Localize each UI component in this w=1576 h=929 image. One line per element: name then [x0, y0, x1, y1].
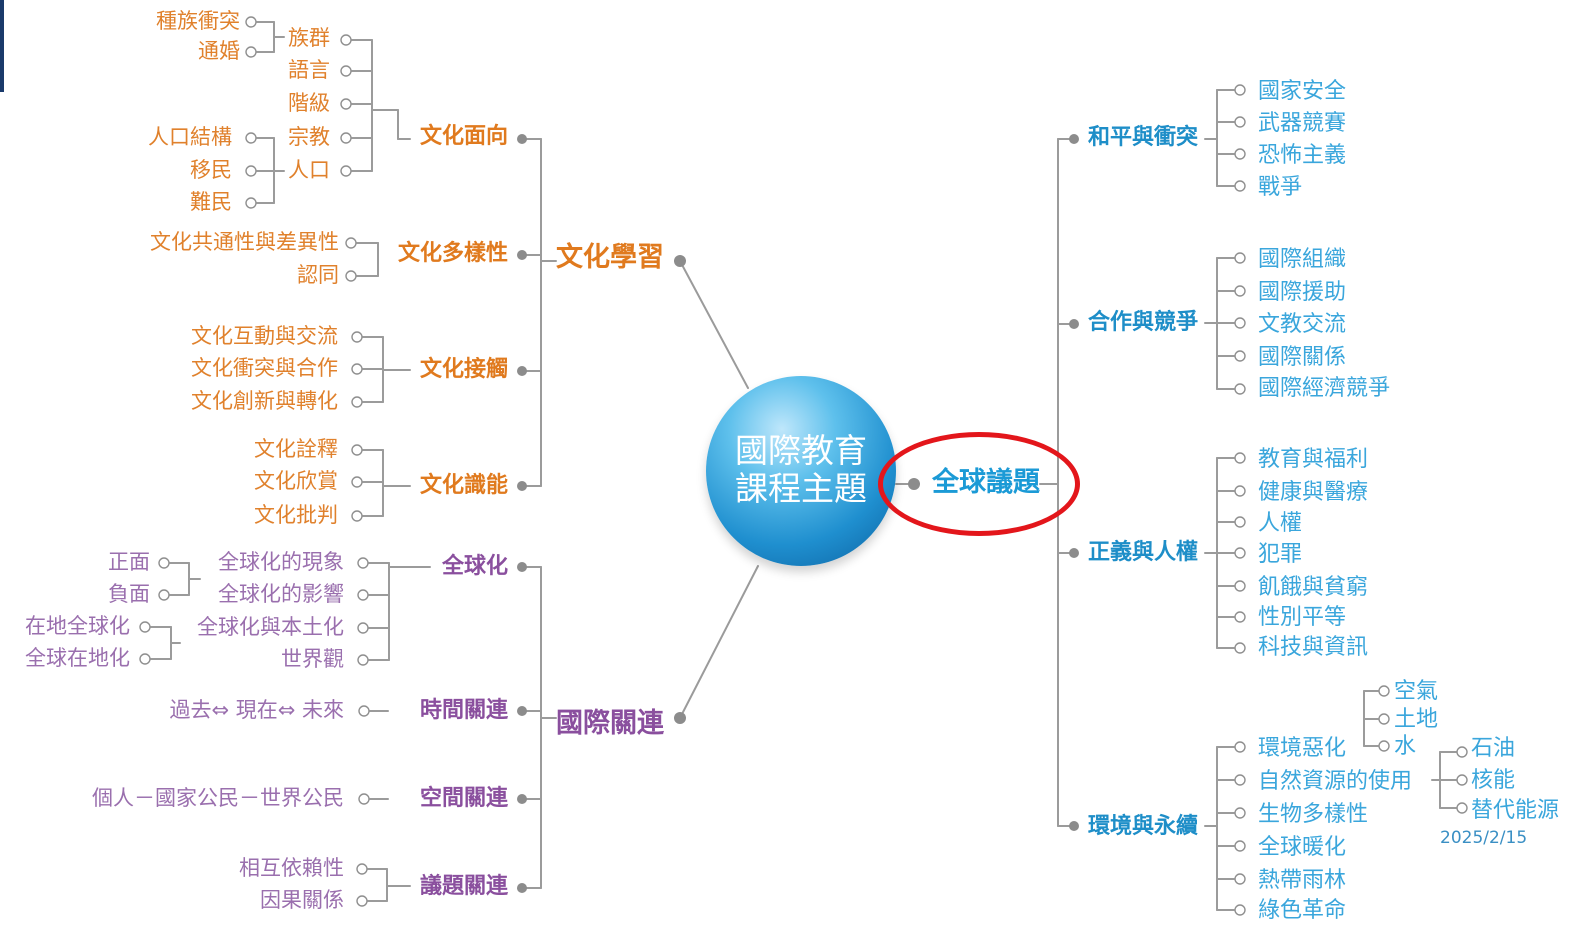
leaf-individual-nation-world: 個人－國家公民－世界公民: [92, 786, 344, 810]
leaf-environmental-degradation: 環境惡化: [1258, 736, 1347, 761]
node-justice-human-rights: 正義與人權: [1088, 540, 1199, 565]
node-culture-literacy: 文化識能: [419, 473, 508, 498]
leaf-intl-aid: 國際援助: [1258, 280, 1347, 305]
leaf-war: 戰爭: [1258, 175, 1303, 200]
branch-culture-learning: 文化學習: [556, 242, 664, 273]
leaf-interpretation: 文化詮釋: [254, 437, 338, 461]
leaf-ethnic-group: 族群: [288, 26, 330, 50]
leaf-arms-race: 武器競賽: [1258, 111, 1347, 136]
leaf-glocal: 全球化與本土化: [197, 615, 344, 639]
leaf-intl-relations: 國際關係: [1258, 345, 1347, 370]
leaf-intl-organizations: 國際組織: [1258, 247, 1347, 272]
leaf-worldview: 世界觀: [281, 647, 344, 671]
leaf-rainforest: 熱帶雨林: [1258, 868, 1347, 893]
leaf-class: 階級: [288, 91, 330, 115]
leaf-land: 土地: [1394, 707, 1439, 732]
date-label: 2025/2/15: [1440, 828, 1528, 848]
central-title-line1: 國際教育: [735, 431, 867, 470]
leaf-gender-equality: 性別平等: [1258, 605, 1347, 630]
leaf-appreciation: 文化欣賞: [254, 469, 338, 493]
leaf-health-medical: 健康與醫療: [1258, 480, 1369, 505]
leaf-interdependence: 相互依賴性: [239, 856, 344, 880]
node-cooperation-competition: 合作與競爭: [1088, 310, 1199, 335]
leaf-positive: 正面: [108, 550, 150, 574]
leaf-phenomenon: 全球化的現象: [218, 550, 344, 574]
leaf-air: 空氣: [1394, 679, 1439, 704]
leaf-racial-conflict: 種族衝突: [156, 9, 240, 33]
leaf-intl-economic-competition: 國際經濟競爭: [1258, 376, 1391, 401]
leaf-oil: 石油: [1471, 736, 1516, 761]
branch-international-connection: 國際關連: [556, 708, 664, 739]
leaf-alternative-energy: 替代能源: [1471, 798, 1560, 823]
branch-global-issues: 全球議題: [932, 467, 1040, 498]
leaf-language: 語言: [288, 58, 330, 82]
central-title: 國際教育 課程主題: [706, 431, 896, 509]
leaf-natural-resources: 自然資源的使用: [1258, 769, 1413, 794]
highlight-ellipse: [878, 432, 1080, 536]
leaf-cultural-exchange: 文教交流: [1258, 312, 1347, 337]
leaf-religion: 宗教: [288, 125, 330, 149]
node-issue-connection: 議題關連: [419, 874, 508, 899]
leaf-education-welfare: 教育與福利: [1258, 447, 1369, 472]
leaf-nuclear: 核能: [1471, 768, 1516, 793]
leaf-identity: 認同: [297, 263, 339, 287]
node-environment-sustainability: 環境與永續: [1088, 814, 1199, 839]
leaf-immigration: 移民: [190, 158, 232, 182]
leaf-critique: 文化批判: [254, 503, 338, 527]
leaf-intermarriage: 通婚: [198, 39, 240, 63]
leaf-global-warming: 全球暖化: [1258, 835, 1347, 860]
node-culture-contact: 文化接觸: [419, 357, 508, 382]
leaf-terrorism: 恐怖主義: [1258, 143, 1347, 168]
node-culture-orientation: 文化面向: [419, 124, 508, 149]
leaf-innovation-transformation: 文化創新與轉化: [191, 389, 338, 413]
leaf-human-rights: 人權: [1258, 511, 1303, 536]
leaf-negative: 負面: [108, 582, 150, 606]
leaf-conflict-cooperation: 文化衝突與合作: [191, 356, 338, 380]
node-culture-diversity: 文化多樣性: [397, 241, 508, 266]
leaf-population-structure: 人口結構: [148, 125, 232, 149]
leaf-causality: 因果關係: [260, 888, 344, 912]
leaf-past-present-future: 過去⇔ 現在⇔ 未來: [169, 698, 344, 722]
leaf-water: 水: [1394, 734, 1417, 759]
leaf-interaction-exchange: 文化互動與交流: [191, 324, 338, 348]
leaf-crime: 犯罪: [1258, 542, 1303, 567]
leaf-green-revolution: 綠色革命: [1258, 898, 1347, 923]
node-space-connection: 空間關連: [419, 786, 508, 811]
leaf-hunger-poverty: 飢餓與貧窮: [1258, 575, 1369, 600]
leaf-global-localization: 全球在地化: [25, 646, 130, 670]
leaf-impact: 全球化的影響: [218, 582, 344, 606]
leaf-technology-information: 科技與資訊: [1258, 635, 1369, 660]
leaf-commonality-difference: 文化共通性與差異性: [150, 230, 339, 254]
node-globalization: 全球化: [441, 554, 508, 579]
leaf-refugees: 難民: [190, 190, 232, 214]
leaf-biodiversity: 生物多樣性: [1258, 802, 1369, 827]
leaf-national-security: 國家安全: [1258, 79, 1347, 104]
central-title-line2: 課程主題: [735, 469, 867, 509]
leaf-population: 人口: [288, 158, 330, 182]
node-time-connection: 時間關連: [419, 698, 508, 723]
leaf-local-globalization: 在地全球化: [25, 614, 130, 638]
central-globe: [706, 376, 896, 566]
node-peace-conflict: 和平與衝突: [1088, 125, 1199, 150]
corner-accent-bar: [0, 0, 4, 92]
